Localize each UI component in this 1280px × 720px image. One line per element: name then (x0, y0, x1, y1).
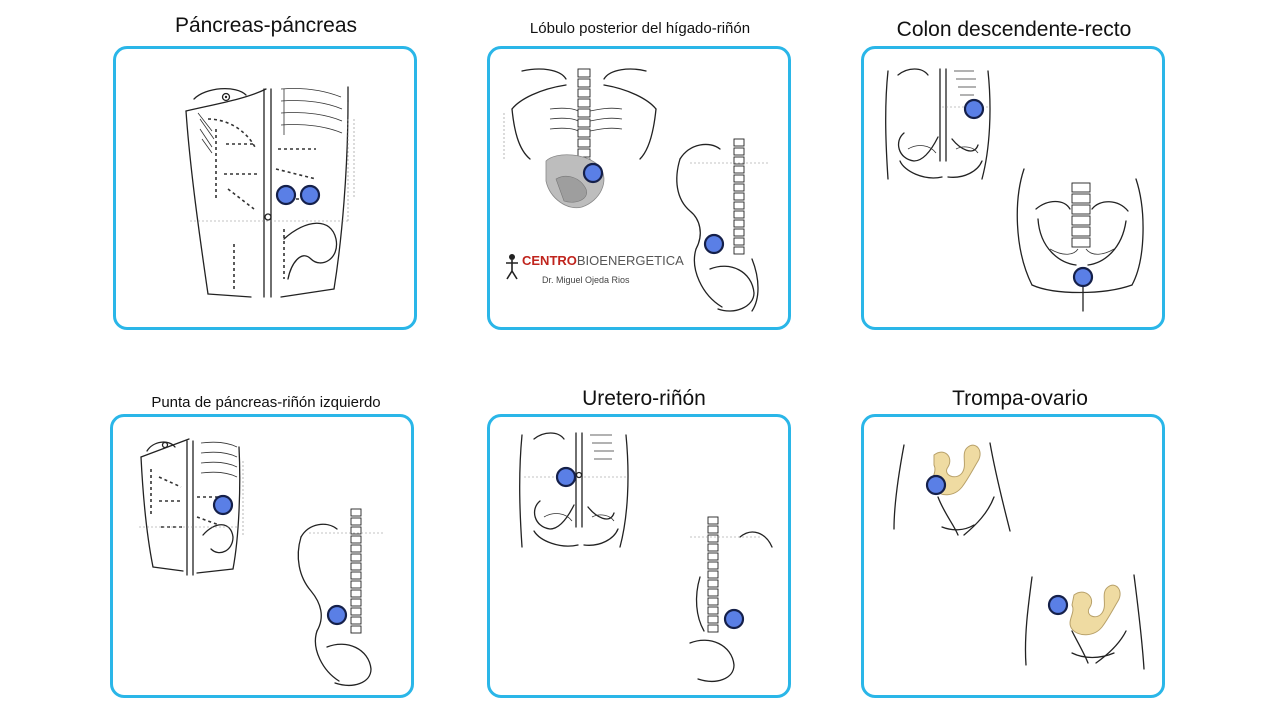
meridian-point-marker (1047, 594, 1069, 616)
meridian-point-marker (1072, 266, 1094, 288)
meridian-point-marker (299, 184, 321, 206)
logo-author: Dr. Miguel Ojeda Rios (542, 275, 630, 285)
logo-brand-bold: CENTRO (522, 253, 577, 268)
meridian-point-marker (555, 466, 577, 488)
posterior-spine (577, 68, 591, 168)
diagram-panel-pancreas-rinon-izquierdo (110, 414, 414, 698)
panel-title-higado-rinon: Lóbulo posterior del hígado-riñón (529, 20, 751, 37)
meridian-point-marker (723, 608, 745, 630)
lower-abdomen-with-fallopian-tube-illustration (893, 442, 1145, 670)
panel-title-colon-recto: Colon descendente-recto (896, 18, 1132, 41)
panel-title-pancreas-rinon-izquierdo: Punta de páncreas-riñón izquierdo (151, 394, 381, 411)
panel-title-uretero-rinon: Uretero-riñón (582, 387, 706, 410)
meridian-point-marker (703, 233, 725, 255)
fallopian-tube-organ (1069, 584, 1121, 636)
panel-title-pancreas-pancreas: Páncreas-páncreas (174, 14, 358, 37)
diagram-panel-pancreas-pancreas (113, 46, 417, 330)
diagram-panel-uretero-rinon (487, 414, 791, 698)
diagram-panel-trompa-ovario (861, 414, 1165, 698)
panel-title-trompa-ovario: Trompa-ovario (952, 387, 1088, 410)
diagram-panel-higado-rinon: CENTROBIOENERGETICA Dr. Miguel Ojeda Rio… (487, 46, 791, 330)
meridian-point-marker (275, 184, 297, 206)
diagram-panel-colon-recto (861, 46, 1165, 330)
anterior-torso-illustration (185, 86, 355, 298)
svg-text:CENTROBIOENERGETICA: CENTROBIOENERGETICA (522, 253, 684, 268)
lateral-spine (707, 516, 719, 633)
logo-brand-rest: BIOENERGETICA (577, 253, 684, 268)
abdomen-and-pelvis-illustration (885, 68, 1144, 312)
sacrum-vertebrae (1071, 182, 1091, 248)
figure-logo-icon (506, 254, 518, 280)
torso-and-lateral-spine-illustration (139, 438, 383, 686)
lateral-spine (350, 508, 362, 634)
lateral-spine (733, 138, 745, 255)
meridian-point-marker (963, 98, 985, 120)
meridian-point-marker (326, 604, 348, 626)
meridian-point-marker (582, 162, 604, 184)
meridian-point-marker (925, 474, 947, 496)
centrobioenergetica-logo: CENTROBIOENERGETICA Dr. Miguel Ojeda Rio… (506, 253, 684, 285)
abdomen-and-lateral-spine-illustration (519, 432, 773, 682)
posterior-back-and-lateral-spine-illustration: CENTROBIOENERGETICA Dr. Miguel Ojeda Rio… (503, 68, 770, 312)
meridian-point-marker (212, 494, 234, 516)
